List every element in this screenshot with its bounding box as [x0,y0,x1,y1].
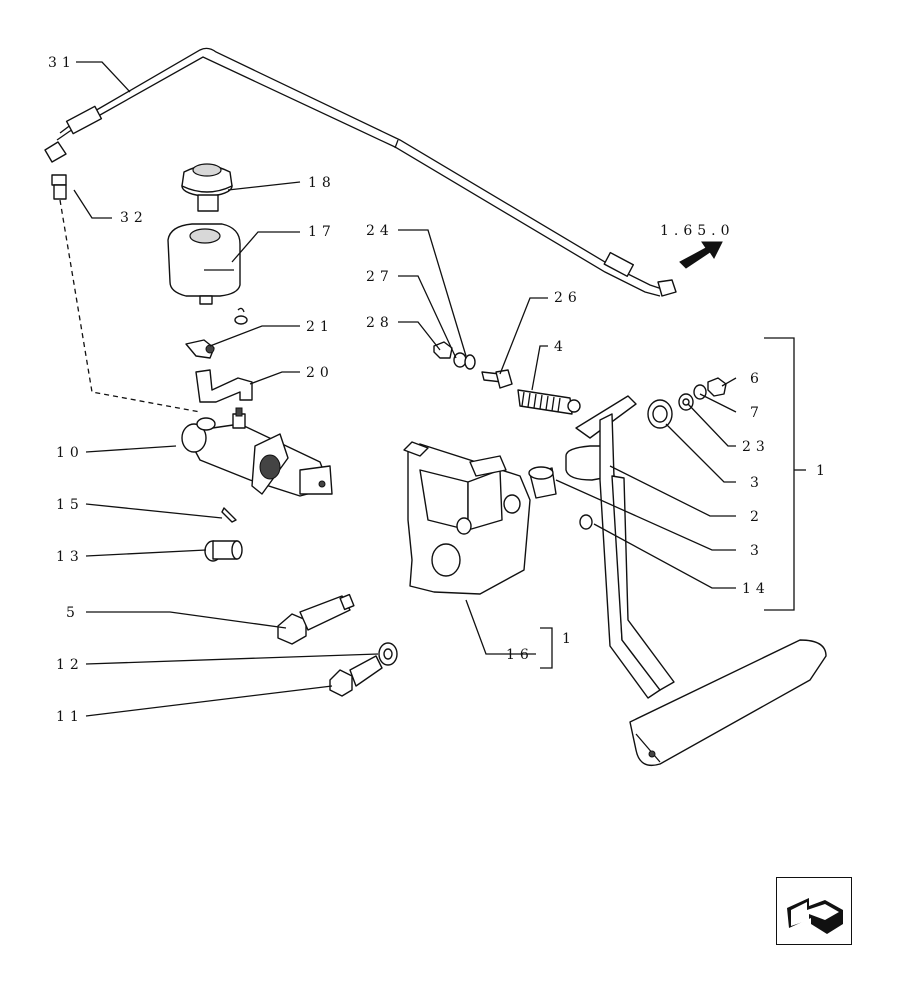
callout-13: 13 [56,549,84,565]
callout-12: 12 [56,657,84,673]
callout-labels: 31 32 18 17 24 27 28 26 4 21 20 10 15 13… [48,55,830,725]
callout-20: 20 [306,365,334,381]
pedal-bracket [403,441,531,595]
callout-28: 28 [366,315,394,331]
callout-2: 2 [750,509,764,525]
callout-3-lower: 3 [750,543,764,559]
callout-17: 17 [308,224,336,240]
callout-15: 15 [56,497,84,513]
page-reference: 1.65.0 [660,223,735,269]
callout-32: 32 [120,210,148,226]
fluid-reservoir [167,223,248,325]
mounting-bolt [329,655,383,697]
connecting-hose [195,369,253,403]
pipe-union-fitting [51,174,201,413]
pivot-bolt [277,593,355,645]
callout-7: 7 [750,405,764,421]
clutch-pedal [565,395,827,767]
callout-21: 21 [306,319,334,335]
reservoir-cap [181,163,233,212]
reference-arrow-icon [679,241,723,269]
return-navigation-button[interactable] [776,877,852,945]
return-spring [517,389,581,415]
callout-18: 18 [308,175,336,191]
master-cylinder [181,407,333,497]
callout-27: 27 [366,269,394,285]
callout-3-upper: 3 [750,475,764,491]
callout-4: 4 [554,339,568,355]
callout-16-group: 1 [562,631,576,647]
leader-lines [73,61,806,717]
washer [378,642,398,666]
callout-11: 11 [56,709,84,725]
callout-14: 14 [742,581,770,597]
callout-6: 6 [750,371,764,387]
nut-and-washers [433,341,476,370]
pedal-bushing-set [647,377,727,429]
callout-26: 26 [554,290,582,306]
callout-5: 5 [66,605,80,621]
split-pin [221,507,237,523]
reference-label: 1.65.0 [660,223,735,239]
callout-24: 24 [366,223,394,239]
clevis-pin [204,540,243,562]
bracket-bushing [528,466,557,499]
callout-10: 10 [56,445,84,461]
hose-clamp [185,339,215,359]
callout-16: 16 [506,647,534,663]
callout-1: 1 [816,463,830,479]
spring-bolt [481,369,513,389]
return-arrow-icon [787,898,843,934]
callout-23: 23 [742,439,770,455]
hydraulic-pipe [44,47,677,297]
callout-31: 31 [48,55,76,71]
